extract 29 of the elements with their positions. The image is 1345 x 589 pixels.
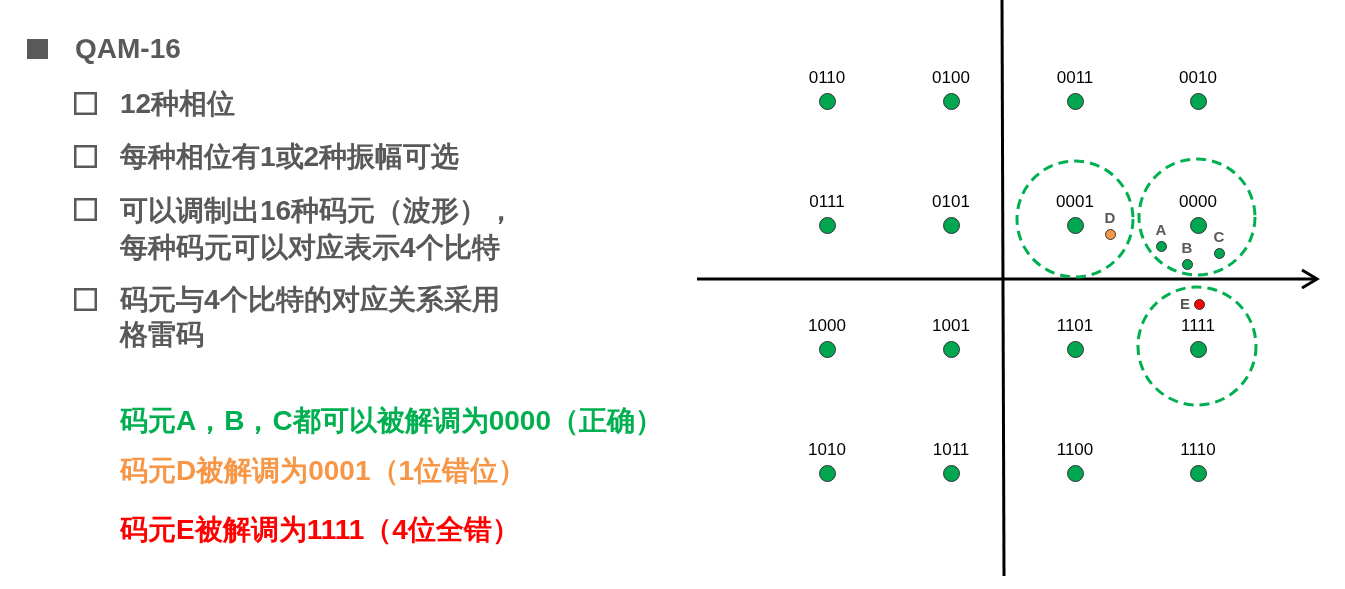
point-label: B bbox=[1181, 240, 1193, 256]
list-item: 码元与4个比特的对应关系采用格雷码 bbox=[120, 283, 501, 352]
bit-label: 1111 bbox=[1180, 316, 1215, 335]
bit-label: 1110 bbox=[1180, 440, 1216, 459]
bit-label: 1010 bbox=[808, 440, 846, 459]
point-label: C bbox=[1213, 229, 1225, 245]
bit-label: 1001 bbox=[932, 316, 970, 335]
bit-label: 0011 bbox=[1056, 68, 1094, 87]
list-item: 可以调制出16种码元（波形），每种码元可以对应表示4个比特 bbox=[120, 194, 517, 265]
point-label: D bbox=[1104, 210, 1116, 226]
bit-label: 0000 bbox=[1179, 192, 1217, 211]
bit-label: 1011 bbox=[932, 440, 970, 459]
bit-label: 0001 bbox=[1056, 192, 1094, 211]
bit-label: 0111 bbox=[809, 192, 845, 211]
point-label: E bbox=[1180, 296, 1190, 312]
list-item: 每种相位有1或2种振幅可选 bbox=[120, 140, 460, 174]
result-note: 码元D被解调为0001（1位错位） bbox=[120, 454, 527, 488]
bit-label: 0101 bbox=[932, 192, 970, 211]
bit-label: 1000 bbox=[808, 316, 846, 335]
list-item: 12种相位 bbox=[120, 87, 236, 121]
result-note: 码元A，B，C都可以被解调为0000（正确） bbox=[120, 404, 663, 438]
bit-label: 0100 bbox=[932, 68, 970, 87]
heading: QAM-16 bbox=[75, 32, 181, 66]
bit-label: 0010 bbox=[1179, 68, 1217, 87]
bit-label: 1100 bbox=[1056, 440, 1094, 459]
result-note: 码元E被解调为1111（4位全错） bbox=[120, 513, 520, 547]
point-label: A bbox=[1155, 222, 1167, 238]
bit-label: 0110 bbox=[808, 68, 846, 87]
bit-label: 1101 bbox=[1056, 316, 1094, 335]
